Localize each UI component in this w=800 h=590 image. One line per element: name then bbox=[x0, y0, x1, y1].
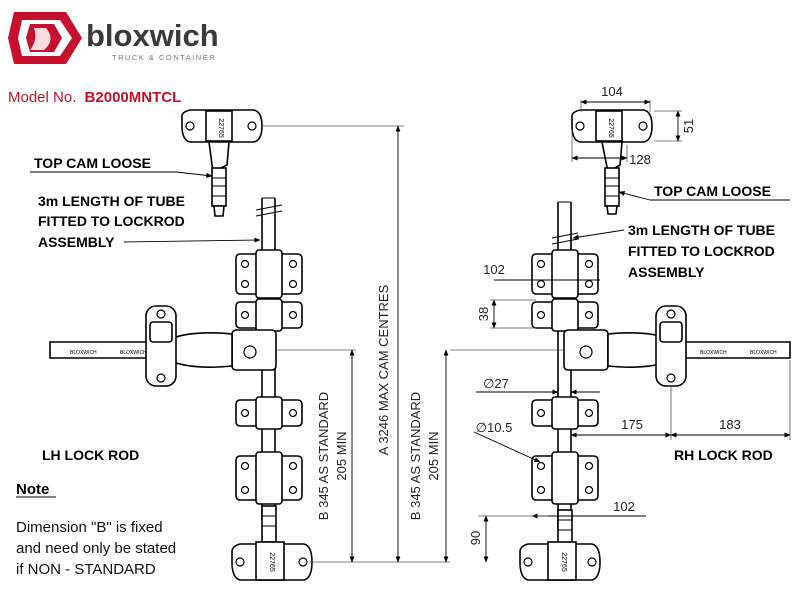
guide-bracket bbox=[531, 298, 599, 332]
svg-text:TOP CAM LOOSE: TOP CAM LOOSE bbox=[654, 183, 771, 199]
label-top-cam-left: TOP CAM LOOSE bbox=[30, 155, 213, 178]
svg-text:205 MIN: 205 MIN bbox=[334, 431, 349, 480]
note-block: Note Dimension "B" is fixed and need onl… bbox=[16, 481, 176, 578]
svg-text:175: 175 bbox=[621, 417, 643, 432]
lh-lock-rod-label: LH LOCK ROD bbox=[42, 447, 139, 463]
svg-text:FITTED TO LOCKROD: FITTED TO LOCKROD bbox=[38, 213, 185, 229]
right-lock-rod: BLOXWICH BLOXWICH 22765 bbox=[519, 201, 791, 581]
svg-text:128: 128 bbox=[629, 152, 651, 167]
dim-b-right: B 345 AS STANDARD 205 MIN bbox=[408, 349, 449, 563]
label-tube-right: 3m LENGTH OF TUBE FITTED TO LOCKROD ASSE… bbox=[572, 222, 775, 280]
top-cam-left: 22765 bbox=[181, 109, 263, 217]
cam-marking: 22765 bbox=[607, 118, 614, 138]
dim-a-centres: A 3246 MAX CAM CENTRES bbox=[376, 125, 401, 563]
svg-text:B 345 AS STANDARD: B 345 AS STANDARD bbox=[316, 392, 331, 520]
guide-bracket bbox=[235, 298, 303, 332]
guide-bracket bbox=[235, 451, 303, 505]
guide-bracket bbox=[531, 249, 599, 299]
note-line: Dimension "B" is fixed bbox=[16, 519, 163, 536]
handle-marking: BLOXWICH bbox=[120, 350, 147, 356]
svg-text:102: 102 bbox=[613, 499, 635, 514]
svg-text:90: 90 bbox=[468, 531, 483, 545]
guide-bracket bbox=[531, 396, 599, 430]
brand-name: bloxwich bbox=[86, 18, 219, 53]
cam-marking: 22765 bbox=[217, 118, 224, 138]
dim-27: ∅27 bbox=[476, 376, 600, 395]
svg-text:A 3246 MAX CAM CENTRES: A 3246 MAX CAM CENTRES bbox=[376, 284, 391, 455]
dim-175-183: 175 183 bbox=[570, 360, 791, 440]
guide-bracket bbox=[235, 396, 303, 430]
svg-text:104: 104 bbox=[601, 84, 623, 99]
dim-102-bottom: 102 bbox=[531, 499, 646, 519]
dim-38: 38 bbox=[476, 299, 536, 329]
brand-logo: bloxwich TRUCK & CONTAINER bbox=[8, 12, 219, 64]
svg-text:3m LENGTH OF TUBE: 3m LENGTH OF TUBE bbox=[628, 222, 775, 238]
svg-text:205 MIN: 205 MIN bbox=[426, 431, 441, 480]
svg-text:51: 51 bbox=[681, 119, 696, 133]
rh-lock-rod-label: RH LOCK ROD bbox=[674, 447, 773, 463]
cam-marking: 22765 bbox=[268, 552, 275, 572]
dim-b-left: B 345 AS STANDARD 205 MIN bbox=[316, 349, 355, 563]
svg-text:102: 102 bbox=[483, 262, 505, 277]
handle-marking: BLOXWICH bbox=[70, 350, 97, 356]
dim-90: 90 bbox=[468, 515, 548, 563]
dim-51: 51 bbox=[654, 110, 696, 142]
svg-text:∅27: ∅27 bbox=[483, 376, 509, 391]
svg-text:ASSEMBLY: ASSEMBLY bbox=[628, 264, 705, 280]
note-title: Note bbox=[16, 481, 49, 498]
svg-text:FITTED TO LOCKROD: FITTED TO LOCKROD bbox=[628, 243, 775, 259]
handle-marking: BLOXWICH bbox=[700, 350, 727, 356]
model-line: Model No. B2000MNTCL bbox=[8, 89, 181, 106]
dim-102-top: 102 bbox=[483, 262, 600, 281]
model-number: B2000MNTCL bbox=[85, 89, 182, 106]
label-tube-left: 3m LENGTH OF TUBE FITTED TO LOCKROD ASSE… bbox=[38, 193, 261, 250]
svg-text:TOP CAM LOOSE: TOP CAM LOOSE bbox=[34, 155, 151, 171]
svg-text:38: 38 bbox=[476, 307, 491, 321]
guide-bracket bbox=[531, 451, 599, 505]
note-line: and need only be stated bbox=[16, 540, 176, 557]
svg-text:183: 183 bbox=[719, 417, 741, 432]
dim-10-5: ∅10.5 bbox=[473, 420, 541, 463]
cam-marking: 22765 bbox=[560, 552, 567, 572]
note-line: if NON - STANDARD bbox=[16, 561, 156, 578]
svg-text:3m LENGTH OF TUBE: 3m LENGTH OF TUBE bbox=[38, 193, 185, 209]
label-top-cam-right: TOP CAM LOOSE bbox=[618, 183, 790, 201]
svg-text:ASSEMBLY: ASSEMBLY bbox=[38, 234, 115, 250]
brand-tagline: TRUCK & CONTAINER bbox=[112, 53, 216, 62]
svg-text:∅10.5: ∅10.5 bbox=[476, 420, 513, 435]
svg-text:B 345 AS STANDARD: B 345 AS STANDARD bbox=[408, 392, 423, 520]
handle-marking: BLOXWICH bbox=[750, 350, 777, 356]
dim-104: 104 bbox=[580, 84, 651, 112]
guide-bracket bbox=[235, 249, 303, 299]
dim-128: 128 bbox=[571, 130, 651, 167]
model-prefix: Model No. bbox=[8, 89, 76, 106]
top-cam-right: 22765 bbox=[571, 109, 653, 215]
left-lock-rod: BLOXWICH BLOXWICH 22765 bbox=[49, 197, 313, 581]
